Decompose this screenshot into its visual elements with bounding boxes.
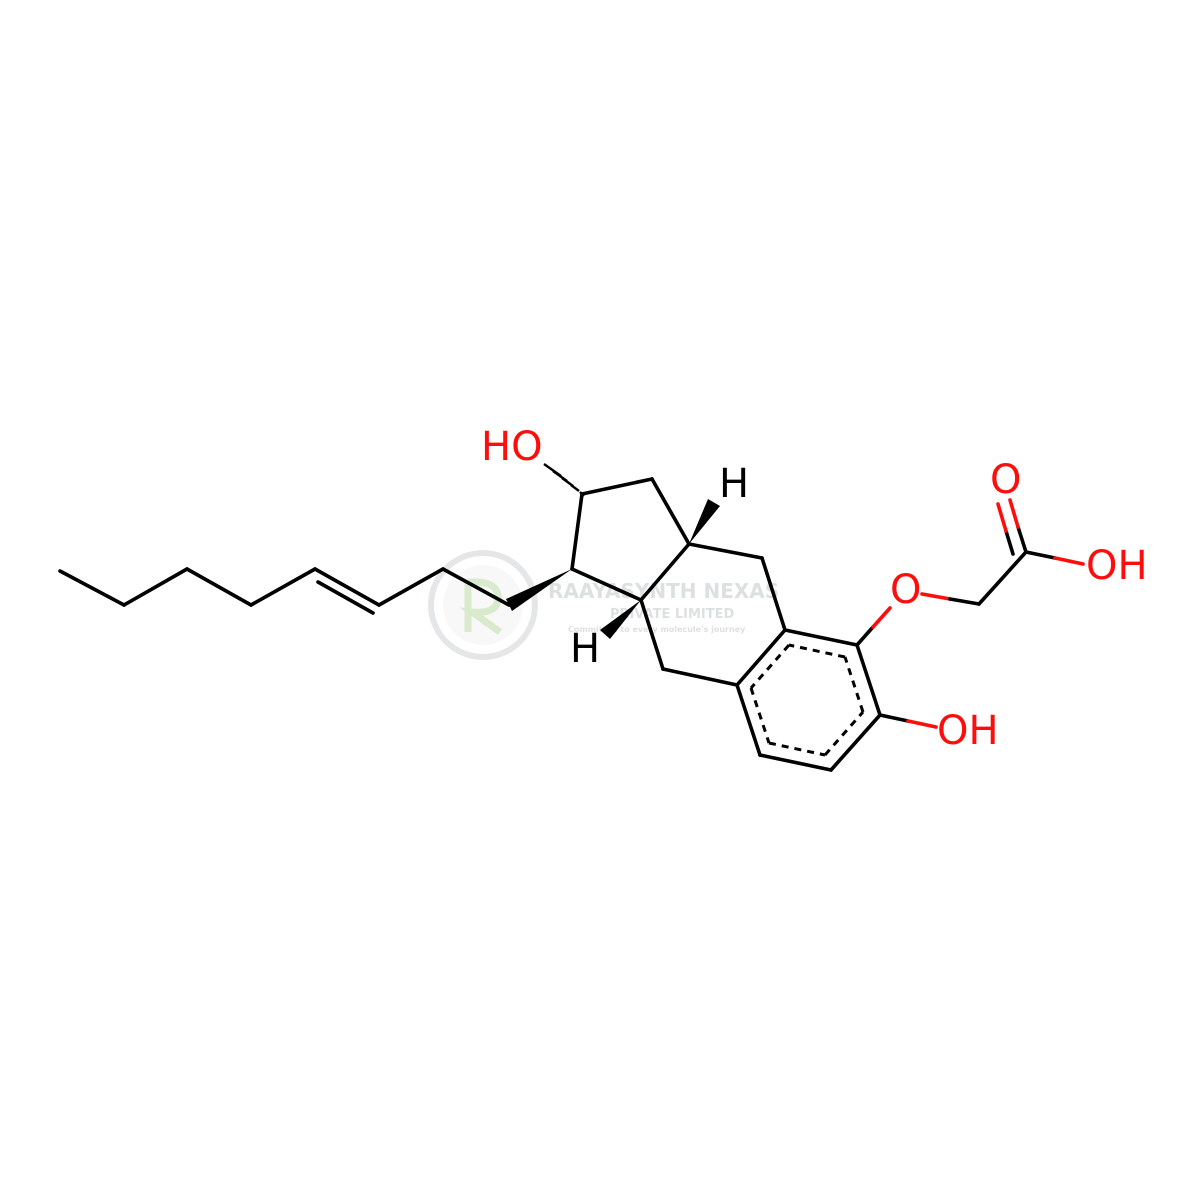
bond	[823, 711, 865, 756]
bond	[871, 606, 892, 629]
alkene-double-bond	[313, 567, 381, 615]
carbonyl-oxygen-label: O	[990, 457, 1021, 503]
bond	[855, 625, 875, 647]
ether-oxygen-label: O	[890, 567, 921, 613]
hydrogen-label: H	[570, 626, 600, 672]
bond	[749, 644, 791, 689]
bond	[735, 683, 762, 757]
bond	[1024, 550, 1057, 560]
bond	[249, 567, 317, 607]
bond	[122, 567, 189, 607]
bond	[783, 628, 859, 647]
hydrogen-label: H	[719, 461, 749, 507]
wedge-bond	[689, 499, 720, 544]
bond	[661, 667, 739, 687]
bond	[749, 687, 771, 744]
bond	[920, 592, 952, 601]
bond	[377, 567, 445, 607]
acid-hydroxyl-label: OH	[1086, 543, 1148, 589]
bond	[906, 719, 938, 729]
watermark: RAAYASYNTH NEXAS PRIVATE LIMITED Committ…	[428, 550, 779, 660]
single-bonds	[58, 477, 1028, 772]
bond	[758, 753, 833, 772]
bond	[1053, 556, 1085, 566]
wedge-bond	[600, 600, 641, 639]
bond	[788, 643, 846, 659]
bond	[760, 556, 787, 632]
phenol-hydroxyl-label: OH	[937, 708, 999, 754]
bond	[639, 542, 691, 602]
watermark-subtitle: PRIVATE LIMITED	[610, 607, 735, 622]
bond	[843, 656, 865, 713]
wedge-bond	[506, 569, 572, 611]
bond	[1008, 498, 1020, 529]
bond	[735, 628, 787, 687]
bond	[441, 567, 511, 607]
bond	[1016, 525, 1028, 554]
watermark-tagline: Committed to every molecule's journey	[568, 625, 746, 634]
bond	[977, 550, 1028, 606]
wedge-bonds	[506, 499, 720, 639]
bond	[316, 580, 375, 615]
hetero-bonds	[855, 498, 1085, 729]
hydroxyl-label: HO	[481, 424, 543, 470]
bond	[570, 492, 584, 571]
bond	[58, 569, 126, 607]
bond	[768, 741, 826, 757]
bond	[1004, 529, 1015, 556]
bond	[185, 567, 253, 607]
watermark-title: RAAYASYNTH NEXAS	[548, 579, 779, 603]
bond	[313, 567, 381, 607]
aromatic-dashes	[749, 643, 865, 757]
hashed-bond	[543, 463, 585, 497]
bond	[570, 567, 643, 602]
bond	[878, 713, 910, 723]
bond	[829, 713, 882, 772]
bond	[580, 477, 654, 496]
bond	[855, 643, 882, 717]
watermark-logo-icon	[428, 550, 538, 660]
bond	[639, 598, 665, 671]
bond	[996, 502, 1008, 533]
bond	[650, 477, 691, 546]
bond	[948, 597, 981, 606]
bond	[687, 542, 764, 560]
